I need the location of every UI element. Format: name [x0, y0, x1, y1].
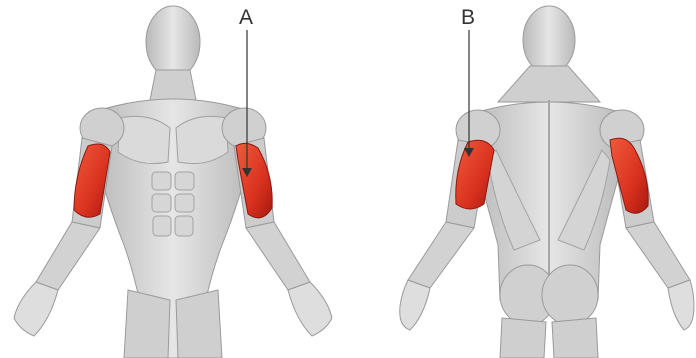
front-figure: [14, 6, 332, 358]
biceps-right-highlight: [236, 143, 272, 217]
back-figure: [400, 6, 694, 358]
biceps-left-highlight: [74, 144, 110, 217]
callout-label-a: A: [239, 7, 253, 28]
callout-label-b: B: [461, 7, 475, 28]
